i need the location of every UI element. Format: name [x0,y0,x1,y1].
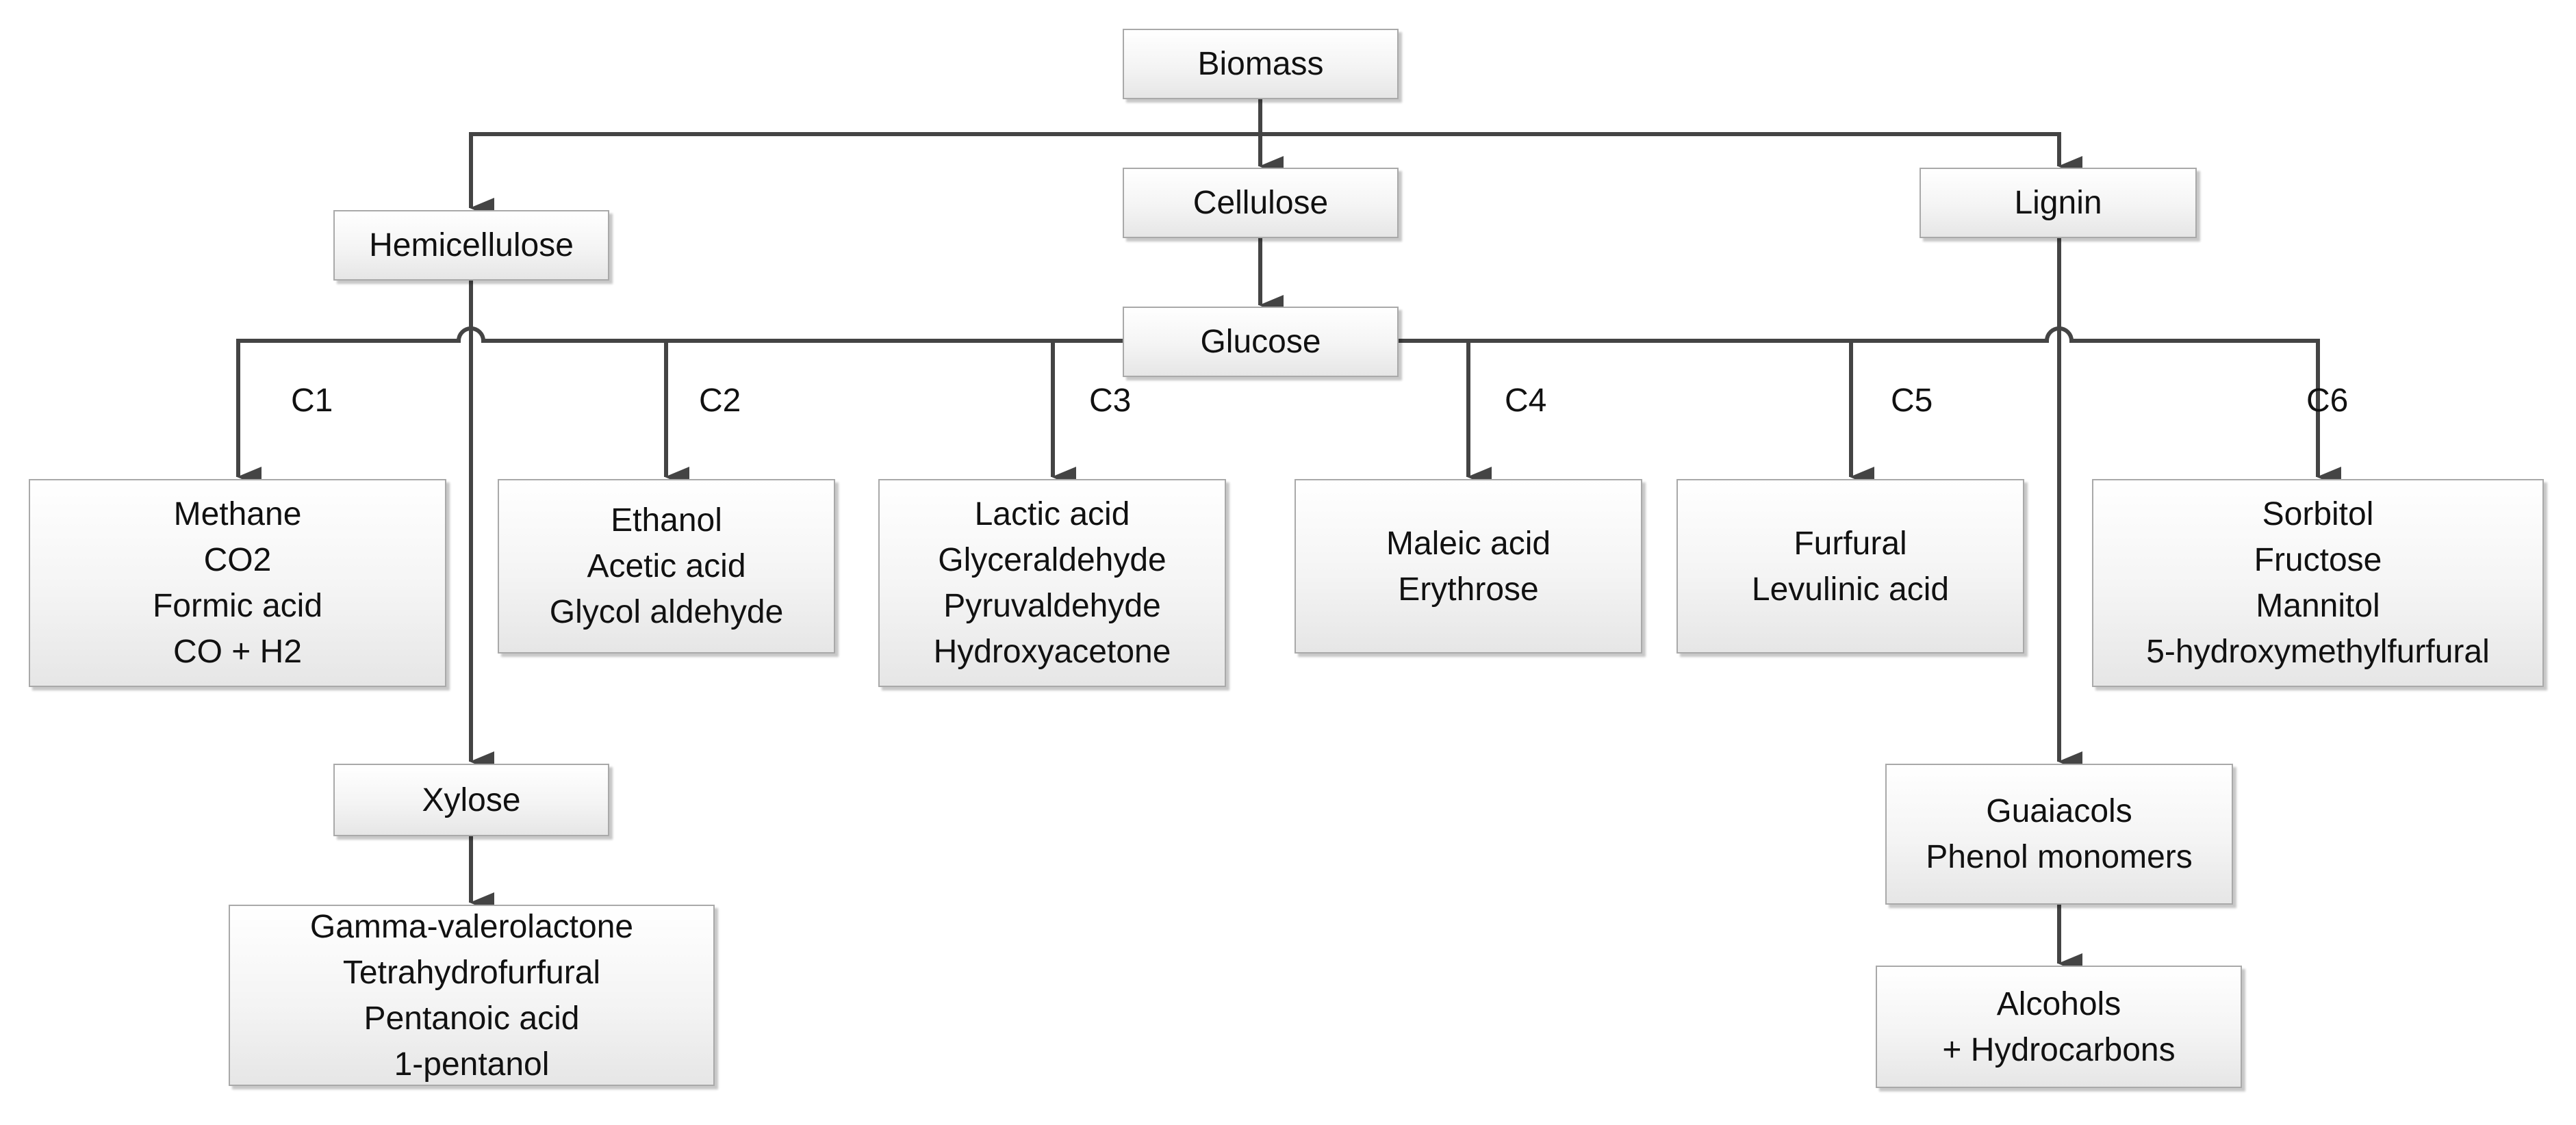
branch-label-c1: C1 [291,383,333,419]
node-c2-line-2: Acetic acid [587,548,746,584]
node-c1-products: Methane CO2 Formic acid CO + H2 [29,479,446,687]
node-hemicellulose: Hemicellulose [333,210,609,281]
node-biomass-line-1: Biomass [1197,46,1324,82]
node-xylose-products: Gamma-valerolactone Tetrahydrofurfural P… [229,905,715,1086]
node-c5-line-1: Furfural [1794,525,1907,562]
node-alcohols-line-2: + Hydrocarbons [1942,1031,2176,1068]
node-c3-line-1: Lactic acid [974,496,1130,532]
node-cellulose-line-1: Cellulose [1193,185,1329,221]
edge-biomass-hemicellulose [469,132,1260,218]
edge-glucose-left-bus [236,326,1123,487]
node-alcohols: Alcohols + Hydrocarbons [1876,966,2242,1088]
node-xylose-line-1: Xylose [422,781,521,818]
node-c4-line-1: Maleic acid [1386,525,1551,562]
node-lignin-line-1: Lignin [2014,185,2102,221]
node-c2-line-1: Ethanol [611,502,722,539]
node-c5-products: Furfural Levulinic acid [1676,479,2024,654]
node-glucose-line-1: Glucose [1200,324,1321,360]
node-c1-line-3: Formic acid [152,588,323,624]
node-c2-line-3: Glycol aldehyde [549,594,784,630]
node-hemicellulose-line-1: Hemicellulose [369,227,574,263]
node-c6-products: Sorbitol Fructose Mannitol 5-hydroxymeth… [2092,479,2544,687]
edge-biomass-lignin [1260,132,2082,177]
node-c6-line-3: Mannitol [2256,588,2380,624]
branch-label-c5: C5 [1891,383,1933,419]
node-c3-line-3: Pyruvaldehyde [943,588,1161,624]
node-c1-line-1: Methane [173,496,302,532]
node-c6-line-1: Sorbitol [2262,496,2374,532]
node-alcohols-line-1: Alcohols [1996,985,2121,1022]
node-c5-line-2: Levulinic acid [1751,571,1950,608]
node-guaiacols: Guaiacols Phenol monomers [1885,764,2233,905]
branch-label-c4: C4 [1505,383,1547,419]
node-xylose-products-line-1: Gamma-valerolactone [309,908,634,945]
node-cellulose: Cellulose [1123,168,1399,238]
node-guaiacols-line-1: Guaiacols [1986,793,2132,829]
node-xylose-products-line-4: 1-pentanol [394,1046,550,1083]
node-c4-products: Maleic acid Erythrose [1295,479,1642,654]
node-c4-line-2: Erythrose [1398,571,1539,608]
node-lignin: Lignin [1920,168,2197,238]
node-biomass: Biomass [1123,29,1399,99]
node-c1-line-4: CO + H2 [173,634,303,670]
node-c1-line-2: CO2 [203,542,272,578]
node-c6-line-4: 5-hydroxymethylfurfural [2146,634,2490,670]
node-xylose: Xylose [333,764,609,836]
node-guaiacols-line-2: Phenol monomers [1926,839,2193,875]
node-c3-line-4: Hydroxyacetone [933,634,1171,670]
branch-label-c2: C2 [699,383,741,419]
branch-label-c3: C3 [1089,383,1132,419]
node-c6-line-2: Fructose [2254,542,2382,578]
branch-label-c6: C6 [2306,383,2349,419]
node-glucose: Glucose [1123,307,1399,377]
node-c2-products: Ethanol Acetic acid Glycol aldehyde [498,479,835,654]
node-xylose-products-line-2: Tetrahydrofurfural [342,954,601,991]
node-c3-line-2: Glyceraldehyde [938,542,1166,578]
node-c3-products: Lactic acid Glyceraldehyde Pyruvaldehyde… [878,479,1226,687]
node-xylose-products-line-3: Pentanoic acid [364,1000,580,1037]
